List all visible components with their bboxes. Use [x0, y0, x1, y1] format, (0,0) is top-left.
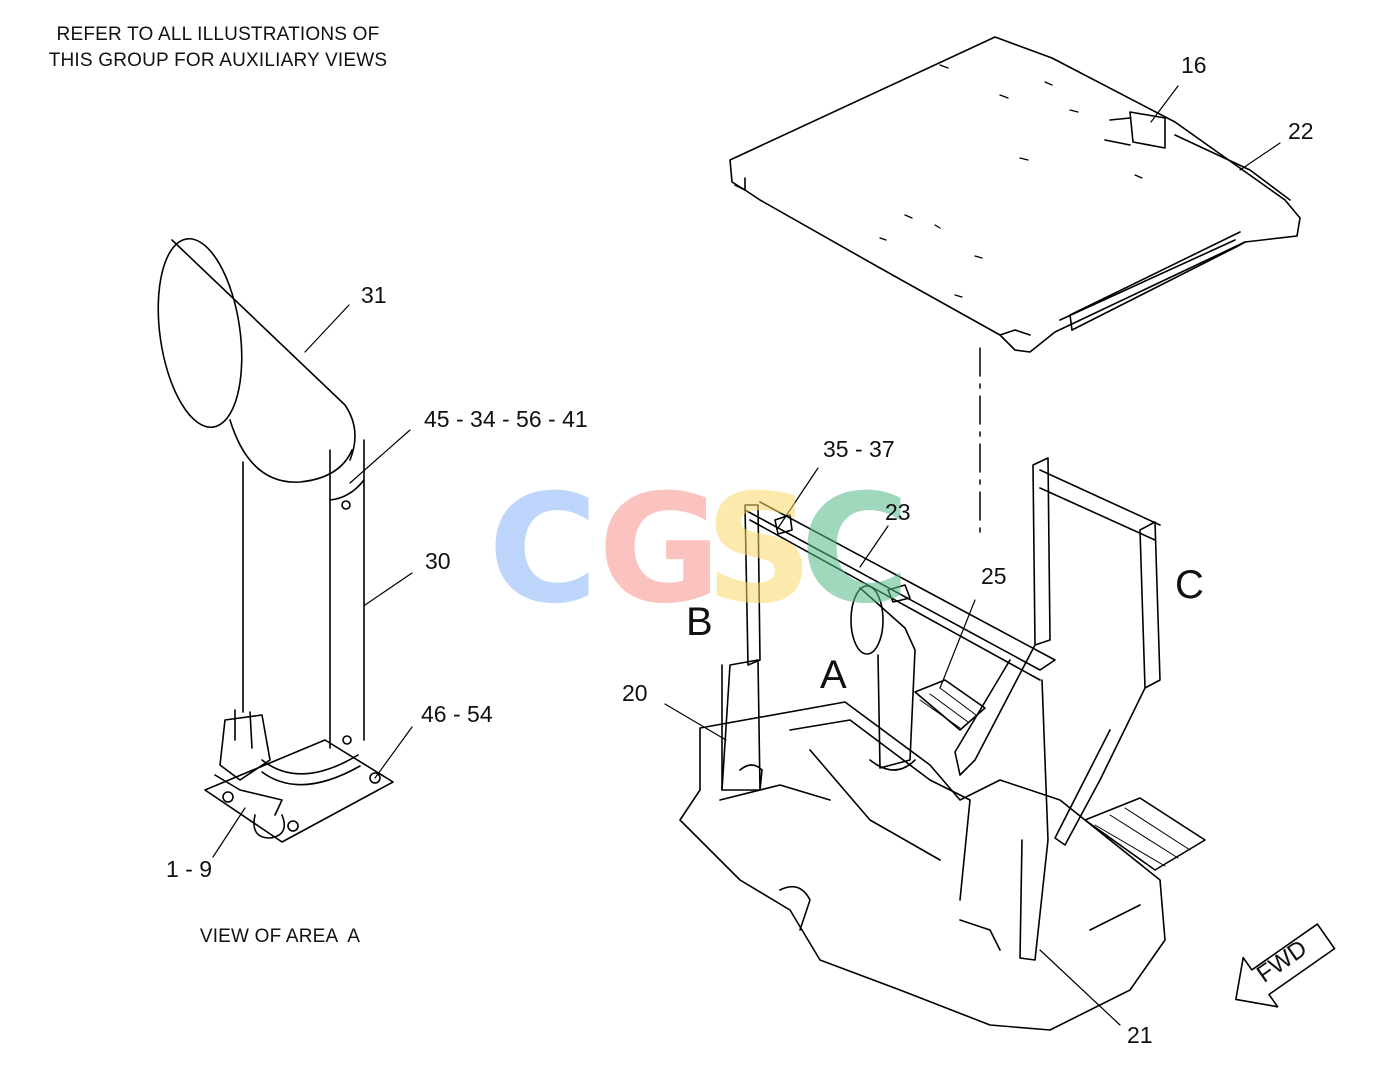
watermark-letter-2: G: [598, 463, 722, 637]
machine-frame: [664, 457, 1206, 1031]
view-letter-b: B: [686, 600, 713, 644]
callout-20: 20: [622, 680, 648, 706]
header-note-line-1: REFER TO ALL ILLUSTRATIONS OF: [56, 24, 380, 45]
callout-21: 21: [1127, 1022, 1153, 1048]
callout-16: 16: [1181, 52, 1207, 78]
callout-1-9: 1 - 9: [166, 856, 213, 882]
view-letter-a: A: [820, 653, 847, 697]
fwd-arrow: [1235, 923, 1336, 1008]
callout-23: 23: [885, 499, 911, 525]
view-caption: VIEW OF AREA A: [199, 926, 361, 947]
callout-31: 31: [361, 282, 387, 308]
header-note: REFER TO ALL ILLUSTRATIONS OF THIS GROUP…: [18, 22, 418, 74]
callout-35-37: 35 - 37: [823, 436, 895, 462]
callout-25: 25: [981, 563, 1007, 589]
callout-46-54: 46 - 54: [421, 701, 493, 727]
view-letter-c: C: [1175, 563, 1204, 607]
watermark-letter-3: S: [705, 463, 814, 637]
watermark-letter-1: C: [488, 463, 599, 637]
watermark-letter-4: C: [800, 463, 911, 637]
callout-45-34-56-41: 45 - 34 - 56 - 41: [424, 406, 588, 432]
exhaust-stack-detail: [157, 237, 413, 858]
callout-30: 30: [425, 548, 451, 574]
header-note-line-2: THIS GROUP FOR AUXILIARY VIEWS: [48, 50, 388, 71]
canopy-roof: [729, 36, 1301, 353]
callout-22: 22: [1288, 118, 1314, 144]
